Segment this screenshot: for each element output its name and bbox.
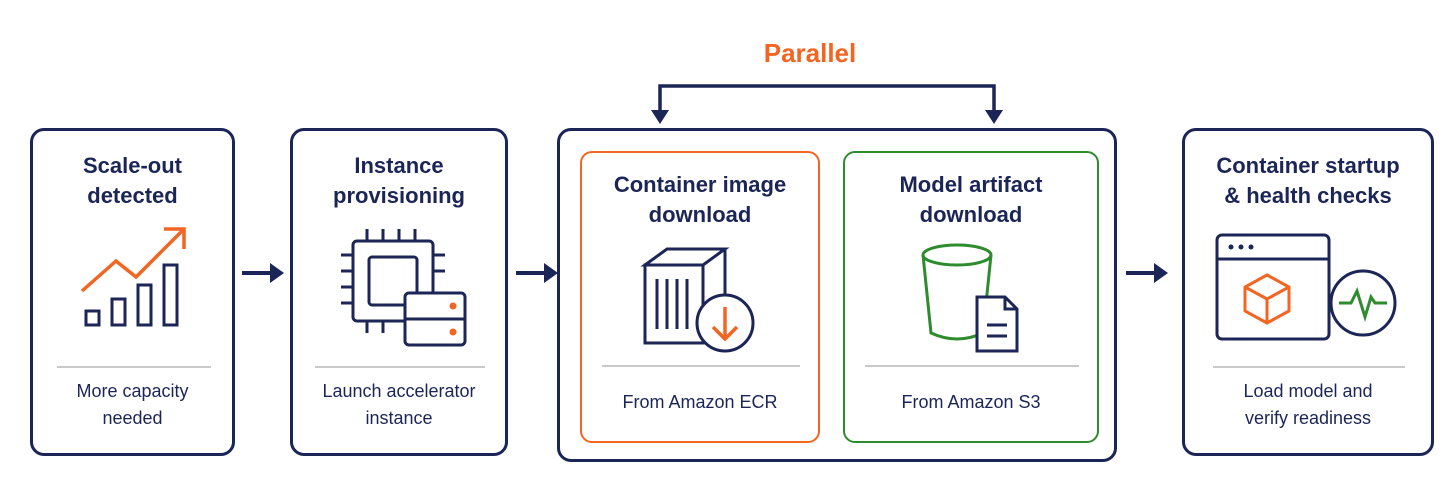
chip-server-icon <box>341 229 467 347</box>
divider <box>315 366 485 368</box>
step-caption: From Amazon S3 <box>901 392 1041 412</box>
divider <box>57 366 211 368</box>
container-download-icon <box>640 247 755 353</box>
step-instance-provisioning-card: Instance provisioning Launch accelerator… <box>290 128 508 456</box>
step-caption: Launch accelerator instance <box>322 381 476 428</box>
step-caption: Load model and verify readiness <box>1243 381 1373 428</box>
window-health-icon <box>1215 233 1397 341</box>
step-scale-out-card: Scale-out detected More capacity needed <box>30 128 235 456</box>
divider <box>865 365 1079 367</box>
flow-arrow <box>1126 263 1168 283</box>
flow-arrow <box>242 263 284 283</box>
step-title: Instance provisioning <box>333 153 465 208</box>
step-caption: More capacity needed <box>76 381 189 428</box>
step-title: Scale-out detected <box>82 153 183 208</box>
step-title: Model artifact download <box>899 172 1043 227</box>
divider <box>602 365 800 367</box>
parallel-label: Parallel <box>763 38 857 68</box>
bucket-document-icon <box>921 243 1019 353</box>
divider <box>1213 366 1405 368</box>
flow-arrow <box>516 263 558 283</box>
step-title: Container startup & health checks <box>1216 153 1400 208</box>
step-container-image-card: Container image download From Amazon ECR <box>580 151 820 443</box>
step-caption: From Amazon ECR <box>622 392 778 412</box>
growth-chart-icon <box>80 227 186 327</box>
step-container-startup-card: Container startup & health checks Load m… <box>1182 128 1434 456</box>
parallel-group: Container image download From Amazon ECR… <box>557 128 1117 462</box>
step-title: Container image download <box>613 172 787 227</box>
step-model-artifact-card: Model artifact download From Amazon S3 <box>843 151 1099 443</box>
